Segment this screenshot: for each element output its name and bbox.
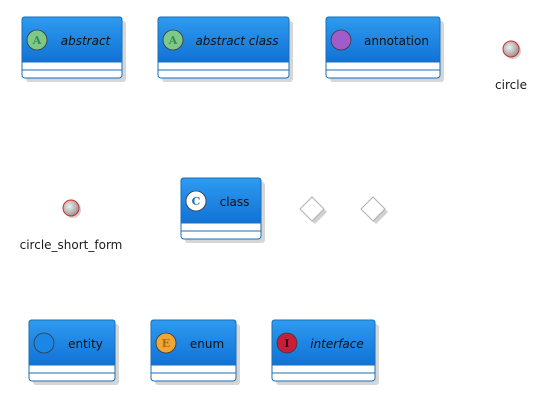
stereotype-badge-icon [185,190,207,212]
diamond-node-diamond-2[interactable] [360,196,388,224]
stereotype-badge-icon [33,332,55,354]
class-box-header [21,16,123,63]
stereotype-badge-letter: E [162,337,170,350]
class-name-label: abstract [61,34,112,48]
diamond-shape [299,196,325,222]
class-box-header [325,16,441,63]
stereotype-badge-icon [26,29,48,51]
class-box-annotation[interactable]: @ annotation [325,16,444,82]
class-name-label: entity [68,337,103,351]
diamond-nodes-layer [299,196,388,224]
diamond-node-diamond-1[interactable] [299,196,327,224]
circle-node-label: circle [495,78,527,92]
stereotype-badge-icon [330,29,352,51]
stereotype-badge-letter: C [192,195,201,208]
stereotype-badge-icon [162,29,184,51]
stereotype-badge-icon [276,332,298,354]
class-name-label: class [220,195,250,209]
circle-node-icon [502,40,520,58]
stereotype-badge-letter: E [40,337,48,350]
stereotype-badge-letter: A [32,34,42,47]
diamond-shape [360,196,386,222]
class-box-header [180,177,262,224]
circle-node-label: circle_short_form [20,238,123,252]
class-box-header [157,16,290,63]
stereotype-badge-letter: A [168,34,178,47]
circle-nodes-layer: circle circle_short_form [20,40,527,252]
circle-node-circle-short-form[interactable]: circle_short_form [20,199,123,252]
stereotype-badge-icon [155,332,177,354]
stereotype-badge-letter: I [284,337,289,350]
class-name-label: annotation [364,34,429,48]
class-box-header [271,319,376,366]
circle-node-circle[interactable]: circle [495,40,527,92]
stereotype-badge-letter: @ [336,34,347,47]
class-name-label: abstract class [195,34,278,48]
class-name-label: interface [310,337,364,351]
class-box-header [150,319,237,366]
class-name-label: enum [190,337,224,351]
class-box-header [28,319,116,366]
circle-node-icon [62,199,80,217]
